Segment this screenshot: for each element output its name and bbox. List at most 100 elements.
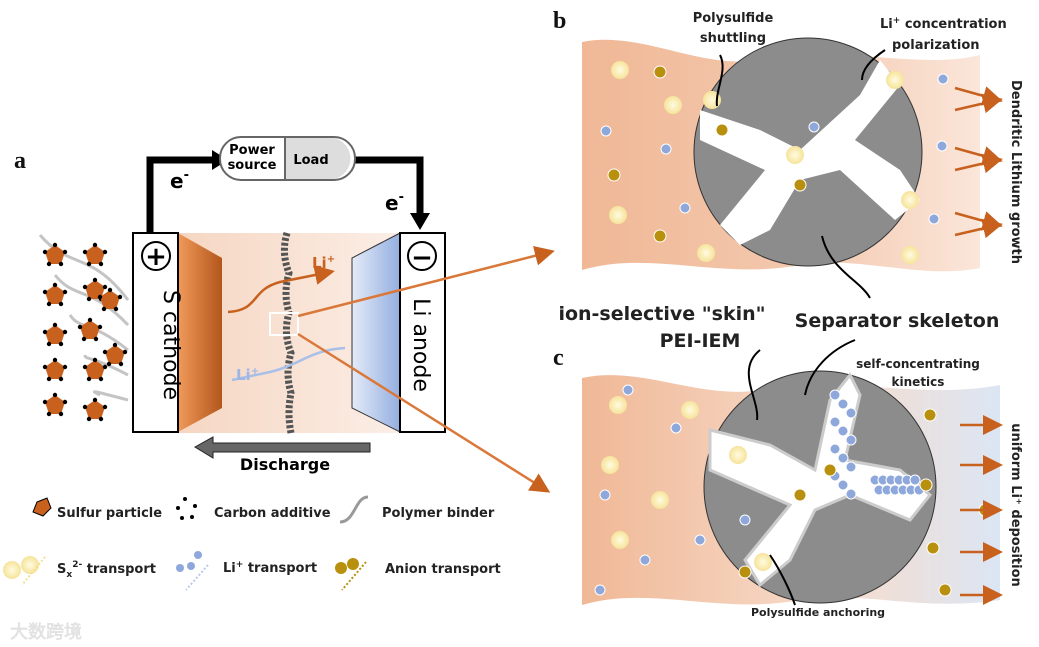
sulfur-particle: [85, 280, 105, 299]
legend-carbon: Carbon additive: [214, 506, 331, 521]
carbon-additive: [58, 261, 64, 267]
plus-sign: +: [145, 242, 167, 272]
sulfur-particle: [45, 395, 65, 414]
li-ion: [928, 213, 940, 225]
separator: [280, 231, 295, 434]
sulfur-particle: [105, 345, 125, 364]
carbon-additive: [102, 284, 108, 290]
polysulfide-ion: [754, 553, 772, 571]
carbon-additive: [102, 349, 108, 355]
sulfur-particle: [45, 325, 65, 344]
li-ion: [845, 488, 857, 500]
polymer-binder: [53, 274, 130, 327]
label-uniform: uniform Li⁺ deposition: [1008, 423, 1023, 587]
carbon-additive: [62, 364, 68, 370]
legend-sulfur: Sulfur particle: [57, 506, 162, 521]
label-pei-iem: PEI-IEM: [660, 330, 741, 352]
polysulfide-ion: [886, 71, 904, 89]
carbon-additive: [92, 397, 98, 403]
sulfur-particle-icon: [32, 497, 52, 517]
leader-skeleton-c: [804, 339, 856, 396]
leader-skin: [747, 349, 761, 421]
label-shuttling: shuttling: [700, 31, 766, 46]
carbon-additive: [52, 322, 58, 328]
load-fill: [285, 138, 351, 179]
li-ion: [622, 384, 634, 396]
li-label-top: Li+: [312, 254, 335, 272]
carbon-additive: [81, 336, 87, 342]
carbon-additive: [82, 284, 88, 290]
dendrite-arrows: [954, 86, 1003, 239]
legend: Sulfur particle Carbon additive Polymer …: [3, 495, 501, 591]
carbon-additive: [77, 324, 83, 330]
carbon-additive: [86, 416, 92, 422]
polymer-binder: [92, 390, 129, 402]
dendrite-arrow: [954, 153, 1003, 174]
sulfur-particle: [45, 285, 65, 304]
leader-anchoring: [769, 554, 796, 606]
anion: [938, 583, 952, 597]
anion: [738, 565, 752, 579]
carbon-additive: [107, 287, 113, 293]
carbon-additive: [58, 341, 64, 347]
carbon-additive: [102, 249, 108, 255]
circuit-wire-left: [146, 156, 212, 232]
sulfur-particle: [45, 360, 65, 379]
circuit-wire-right: [355, 156, 424, 215]
sulfur-particle: [80, 320, 100, 339]
carbon-additive: [118, 361, 124, 367]
panel-label-b: b: [553, 8, 566, 34]
label-li-conc: Li+ concentration: [880, 16, 1007, 32]
carbon-additive: [82, 404, 88, 410]
carbon-additive: [46, 301, 52, 307]
li-ion: [679, 202, 691, 214]
li-ion: [845, 434, 857, 446]
discharge-arrow: [194, 436, 371, 459]
electron-left: e-: [170, 168, 189, 193]
polysulfide-ion: [611, 531, 629, 549]
power-label-1: Power: [229, 143, 275, 158]
carbon-additive: [92, 242, 98, 248]
li-ion: [909, 474, 921, 486]
li-ion: [829, 389, 841, 401]
carbon-additive: [62, 289, 68, 295]
load-label: Load: [293, 153, 328, 168]
watermark: 大数跨境: [10, 621, 82, 643]
anion: [926, 541, 940, 555]
cathode-layer: [178, 233, 222, 432]
polysulfide-ion: [697, 244, 715, 262]
polysulfide-ion: [609, 396, 627, 414]
carbon-additive: [82, 249, 88, 255]
polysulfide-ion: [729, 446, 747, 464]
carbon-additive: [92, 277, 98, 283]
li-ion: [837, 479, 849, 491]
carbon-additive: [122, 349, 128, 355]
minus-icon: [407, 241, 437, 271]
carbon-additive: [86, 376, 92, 382]
carbon-additive: [82, 364, 88, 370]
sulfur-particle: [45, 245, 65, 264]
circuit-arrow-right: [410, 213, 430, 230]
uniform-arrows: [960, 415, 1003, 605]
ions-c: [594, 384, 992, 597]
polysulfide-ion: [681, 401, 699, 419]
zoom-arrow-b: [297, 246, 555, 318]
carbon-additive: [86, 296, 92, 302]
anion: [653, 229, 667, 243]
li-ion: [660, 143, 672, 155]
label-kinetics: kinetics: [892, 375, 945, 389]
carbon-additive: [86, 261, 92, 267]
li-transport-icon: [176, 551, 209, 591]
label-anchoring: Polysulfide anchoring: [751, 606, 885, 619]
polysulfide-ion: [664, 96, 682, 114]
carbon-additive: [97, 294, 103, 300]
anion-transport-icon: [335, 558, 367, 591]
li-ion: [829, 416, 841, 428]
anode-label: Li anode: [408, 298, 433, 392]
li-label-bottom: Li+: [236, 366, 259, 384]
polysulfide-ion: [611, 61, 629, 79]
li-ion: [829, 443, 841, 455]
carbon-additive: [62, 399, 68, 405]
carbon-additive: [42, 364, 48, 370]
sulfur-particle: [85, 400, 105, 419]
